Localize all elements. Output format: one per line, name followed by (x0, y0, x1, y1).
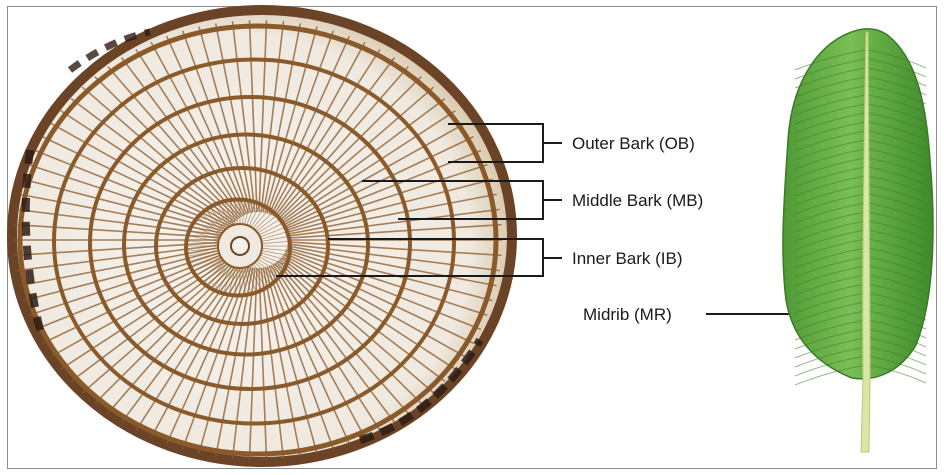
inner-bark-label: Inner Bark (IB) (572, 249, 683, 268)
leaf-blade (783, 29, 933, 379)
banana-leaf (783, 29, 933, 452)
pseudostem-cross-section (12, 10, 512, 462)
outer-bark-label: Outer Bark (OB) (572, 134, 695, 153)
middle-bark-label: Middle Bark (MB) (572, 191, 703, 210)
stem-core (218, 224, 262, 268)
midrib-label: Midrib (MR) (583, 305, 672, 324)
